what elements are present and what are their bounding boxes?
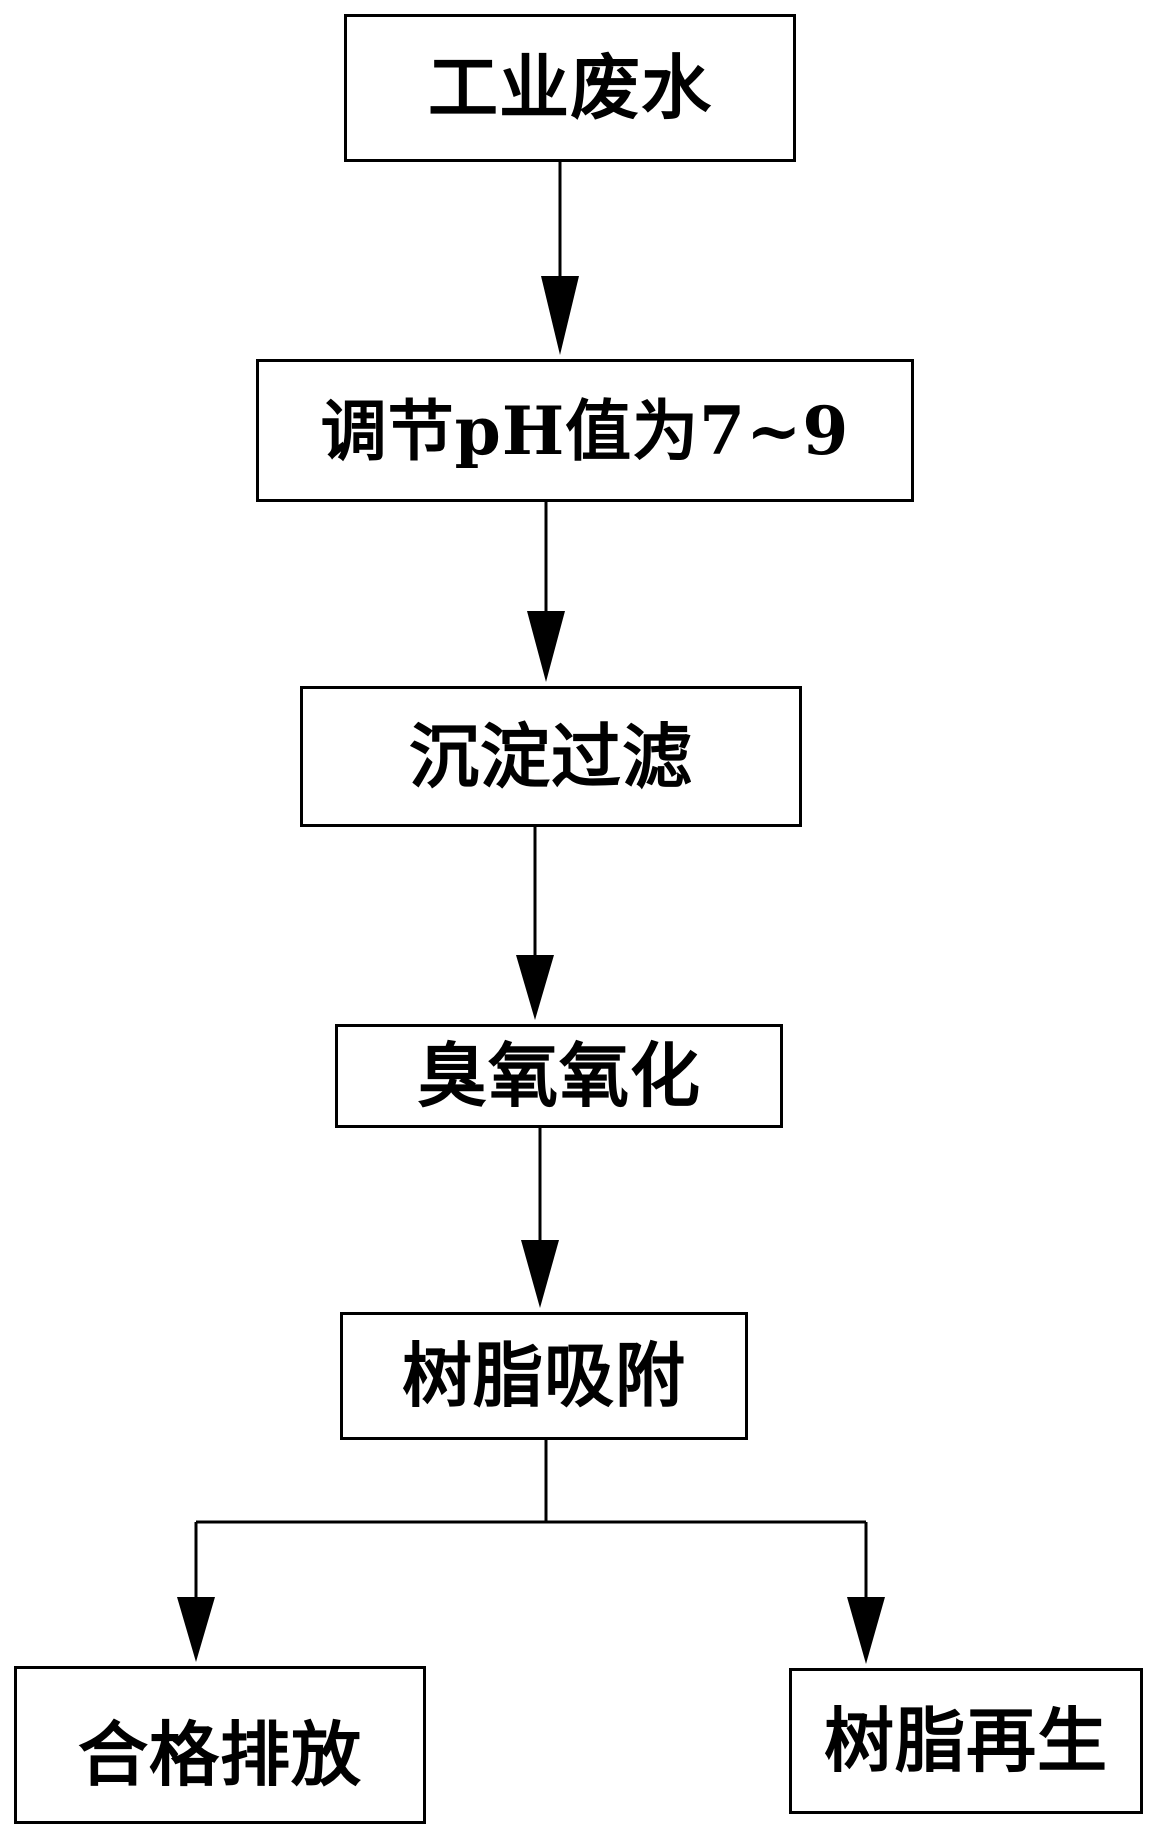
- node-label: 沉淀过滤: [409, 714, 693, 798]
- node-sedimentation-filtration: 沉淀过滤: [300, 686, 802, 827]
- node-resin-regeneration: 树脂再生: [789, 1668, 1143, 1814]
- node-label: 树脂吸附: [402, 1334, 686, 1417]
- arrowhead-to-n7: [847, 1597, 885, 1664]
- node-label: 调节pH值为7~9: [320, 391, 850, 470]
- node-label: 工业废水: [428, 46, 712, 129]
- node-ozone-oxidation: 臭氧氧化: [335, 1024, 783, 1128]
- node-label: 树脂再生: [824, 1699, 1108, 1782]
- arrowhead-to-n4: [516, 955, 554, 1020]
- node-resin-adsorption: 树脂吸附: [340, 1312, 748, 1440]
- arrowhead-to-n6: [177, 1597, 215, 1662]
- node-qualified-discharge: 合格排放: [14, 1666, 426, 1824]
- arrowhead-to-n5: [521, 1240, 559, 1308]
- node-label: 臭氧氧化: [417, 1034, 701, 1117]
- arrowhead-to-n3: [527, 611, 565, 682]
- node-label: 合格排放: [78, 1713, 362, 1796]
- arrowhead-to-n2: [541, 276, 579, 355]
- node-adjust-ph: 调节pH值为7~9: [256, 359, 914, 502]
- node-industrial-wastewater: 工业废水: [344, 14, 796, 162]
